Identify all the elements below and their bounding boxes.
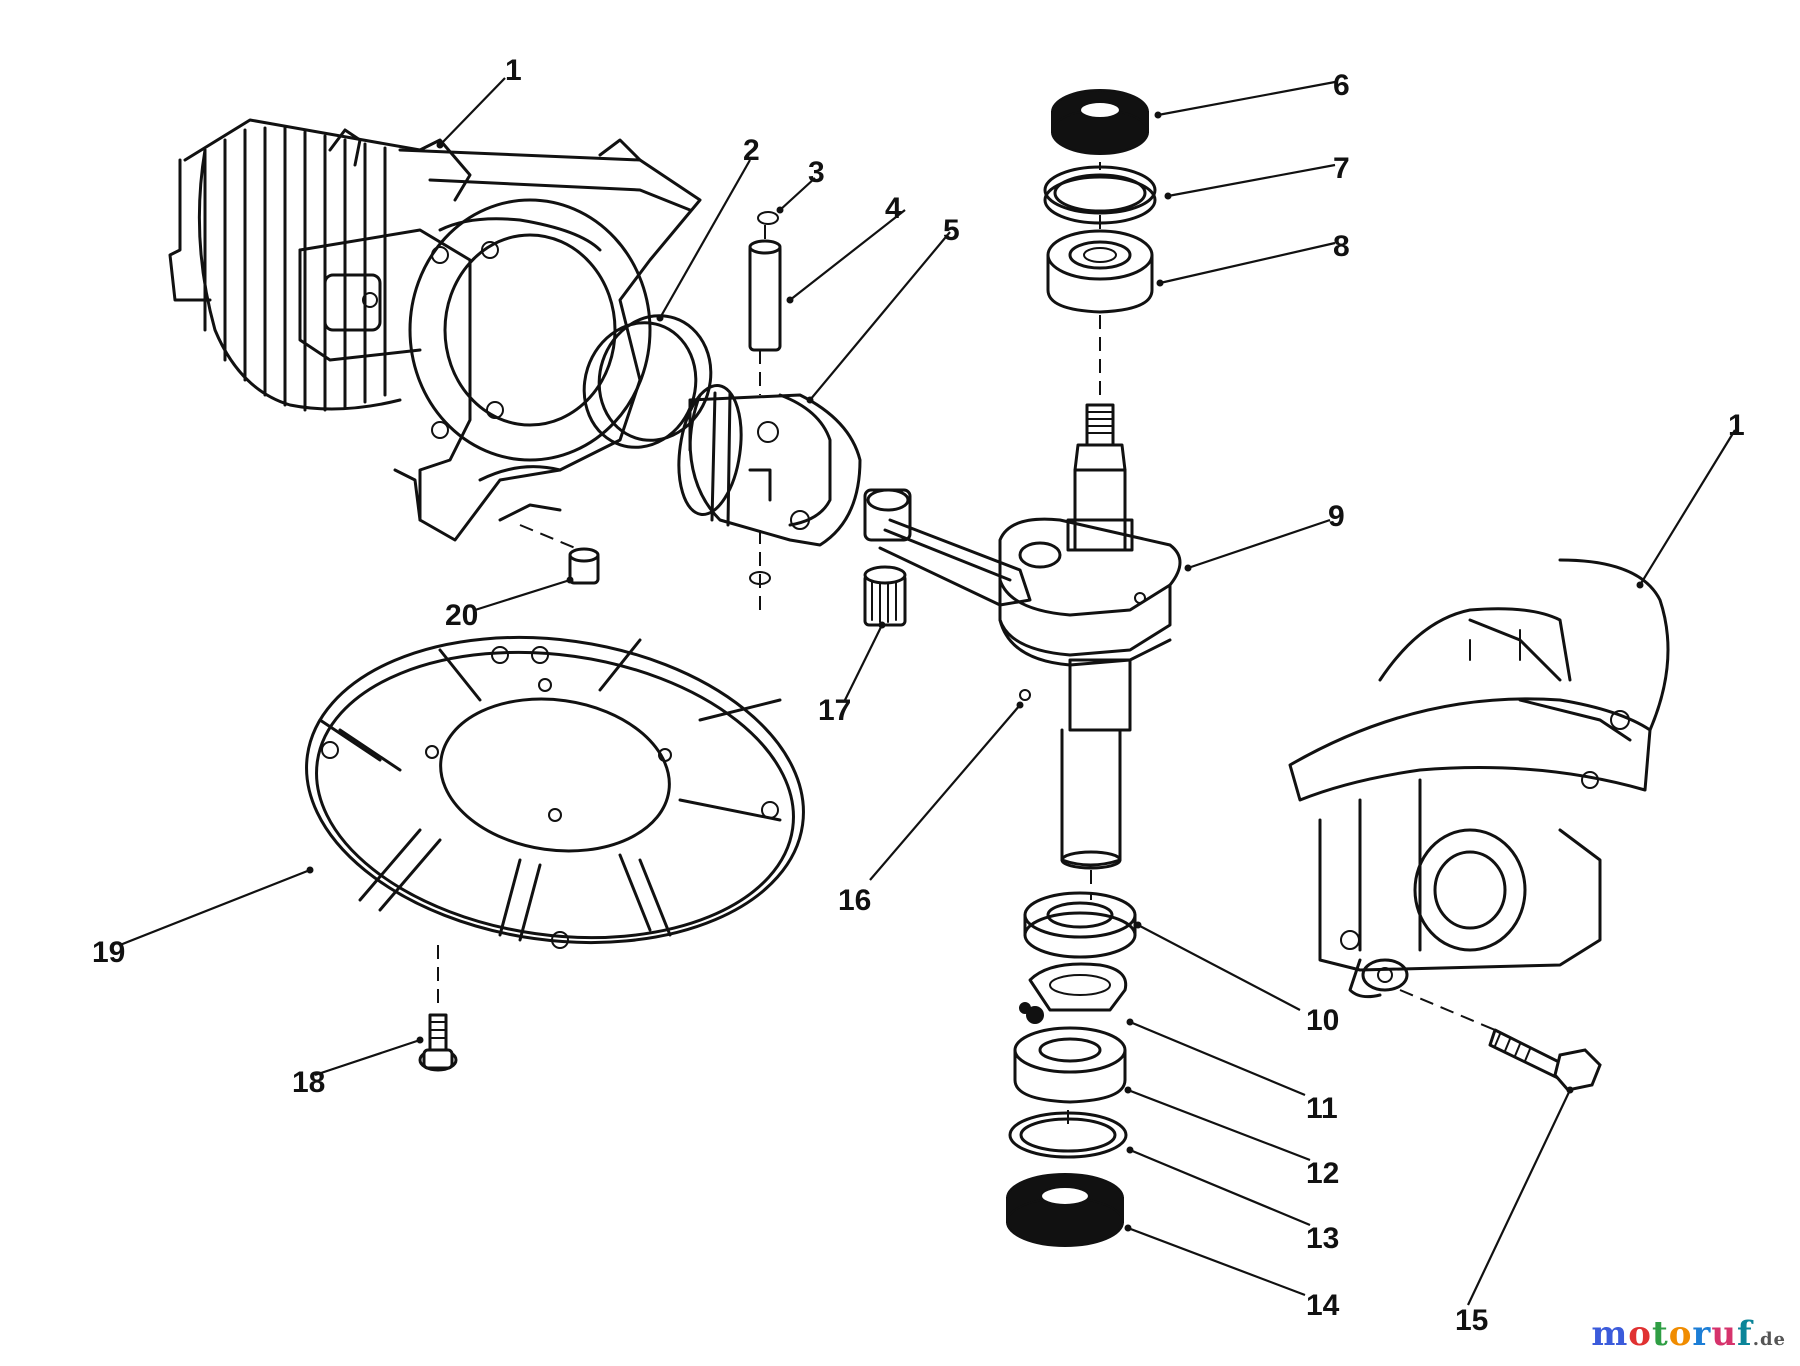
- watermark-letter: t: [1651, 1314, 1669, 1354]
- leader-dots: [306, 111, 1644, 1232]
- callout-8: 8: [1333, 230, 1350, 263]
- watermark-letter: m: [1591, 1314, 1629, 1354]
- part-piston-rings: [582, 314, 713, 449]
- watermark-letter: o: [1628, 1314, 1652, 1354]
- callout-13: 13: [1306, 1222, 1339, 1255]
- watermark-letter: r: [1692, 1314, 1712, 1354]
- callout-14: 14: [1306, 1289, 1340, 1322]
- part-connecting-rod: [863, 488, 1032, 607]
- watermark-letter: o: [1668, 1314, 1693, 1354]
- part-upper-retaining-ring: [1043, 165, 1157, 225]
- part-piston-pin-clip-top: [757, 211, 779, 225]
- part-mounting-plate: [305, 635, 805, 949]
- watermark-letter: f: [1737, 1314, 1753, 1354]
- callout-19: 19: [92, 936, 125, 969]
- site-watermark-logo: motoruf.de: [1591, 1314, 1786, 1354]
- callout-6: 6: [1333, 69, 1350, 102]
- callout-18: 18: [292, 1066, 325, 1099]
- callout-1-cylinder: 1: [505, 54, 522, 87]
- callout-17: 17: [818, 694, 851, 727]
- part-lower-retainer: [1023, 891, 1137, 959]
- part-woodruff-key: [1019, 689, 1031, 701]
- part-screw: [1399, 989, 1602, 1092]
- callout-2: 2: [743, 134, 760, 167]
- callout-4: 4: [885, 192, 902, 225]
- callout-1-crankcase: 1: [1728, 409, 1745, 442]
- part-lower-clip: [1019, 962, 1128, 1024]
- watermark-tld: .de: [1752, 1329, 1786, 1350]
- callout-10: 10: [1306, 1004, 1339, 1037]
- part-piston: [677, 383, 862, 547]
- callout-20: 20: [445, 599, 478, 632]
- part-crankshaft: [998, 403, 1182, 870]
- watermark-letter: u: [1711, 1314, 1738, 1354]
- callout-3: 3: [808, 156, 825, 189]
- part-flange-screw: [418, 1013, 458, 1072]
- callout-labels: 1 2 3 4 5 6 7 8 9 10 11 12 13 14 15 16 1…: [92, 54, 1745, 1337]
- part-crankcase-half: [1288, 558, 1670, 999]
- callout-11: 11: [1306, 1092, 1338, 1125]
- leader-lines: [119, 77, 1736, 1306]
- part-piston-pin: [748, 239, 782, 352]
- part-dowel-pin: [568, 547, 600, 585]
- part-upper-bearing: [1046, 229, 1154, 314]
- callout-15: 15: [1455, 1304, 1488, 1337]
- part-needle-bearing: [863, 565, 907, 627]
- part-cylinder-block: [168, 118, 702, 542]
- callout-7: 7: [1333, 152, 1350, 185]
- part-lower-oil-seal: [1006, 1173, 1124, 1247]
- callout-5: 5: [943, 214, 960, 247]
- callout-9: 9: [1328, 500, 1345, 533]
- callout-12: 12: [1306, 1157, 1339, 1190]
- callout-16: 16: [838, 884, 871, 917]
- part-lower-bearing: [1013, 1026, 1127, 1104]
